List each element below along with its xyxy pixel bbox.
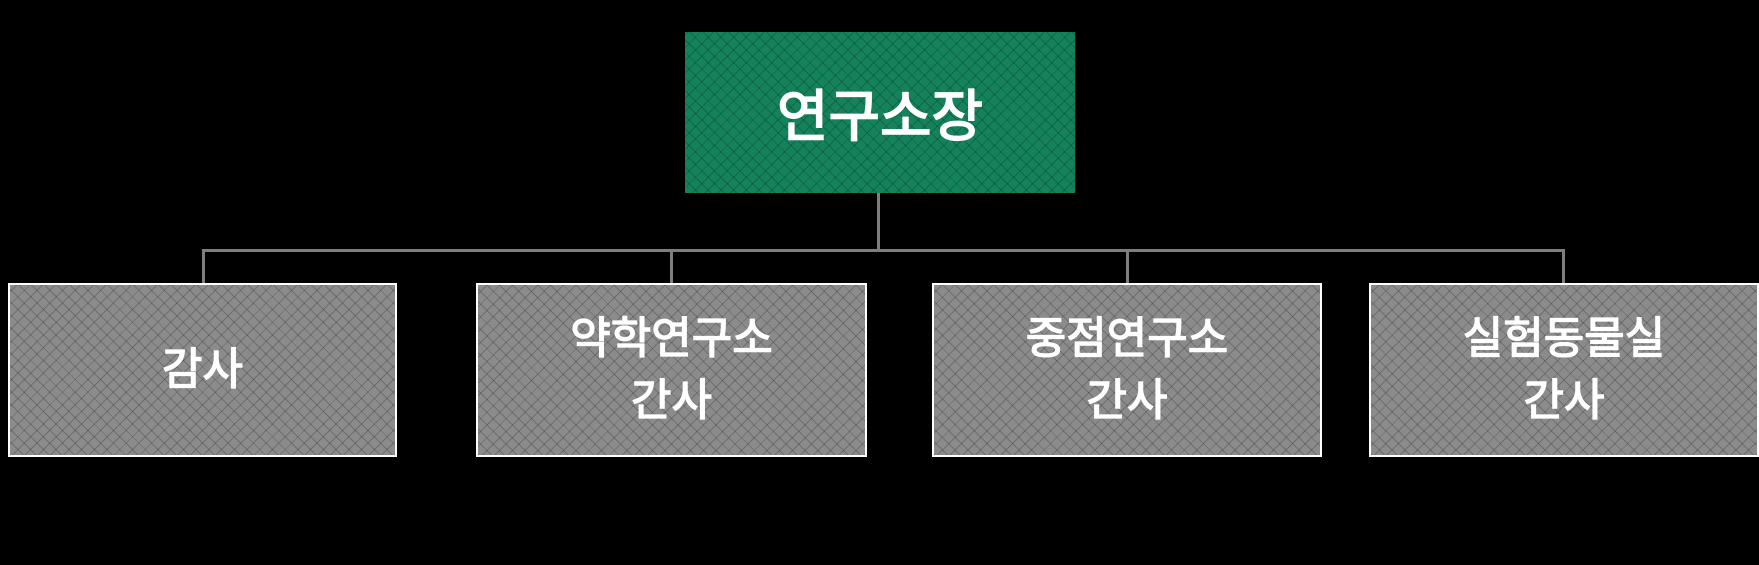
org-node-pharmacy-secretary-label-line-1: 약학연구소 <box>570 314 773 364</box>
connector-drop-audit <box>202 249 205 283</box>
org-node-audit-label-line-1: 감사 <box>162 345 243 395</box>
org-node-lab-animal-secretary: 실험동물실 간사 <box>1369 283 1759 457</box>
connector-drop-lab-animal <box>1562 249 1565 283</box>
connector-horizontal-bar <box>202 249 1565 252</box>
org-node-lab-animal-secretary-label: 실험동물실 간사 <box>1463 308 1665 431</box>
org-node-lab-animal-secretary-label-line-1: 실험동물실 <box>1462 314 1666 364</box>
org-node-core-research-secretary: 중점연구소 간사 <box>932 283 1322 457</box>
org-node-audit-label: 감사 <box>162 339 243 401</box>
org-node-core-research-secretary-label-line-1: 중점연구소 <box>1025 314 1229 364</box>
org-node-pharmacy-secretary-label-line-2: 간사 <box>631 376 712 425</box>
org-node-root-label-text: 연구소장 <box>776 85 984 148</box>
org-node-core-research-secretary-label: 중점연구소 간사 <box>1026 308 1228 431</box>
connector-drop-core <box>1126 249 1129 283</box>
org-node-pharmacy-secretary-label: 약학연구소 간사 <box>570 308 772 431</box>
connector-root-stem <box>877 193 880 250</box>
connector-drop-pharmacy <box>670 249 673 283</box>
org-node-root: 연구소장 <box>685 32 1075 193</box>
org-node-core-research-secretary-label-line-2: 간사 <box>1086 376 1168 425</box>
org-node-audit: 감사 <box>8 283 397 457</box>
org-node-pharmacy-secretary: 약학연구소 간사 <box>476 283 867 457</box>
org-node-root-label: 연구소장 <box>777 72 983 153</box>
org-node-lab-animal-secretary-label-line-2: 간사 <box>1523 376 1605 425</box>
